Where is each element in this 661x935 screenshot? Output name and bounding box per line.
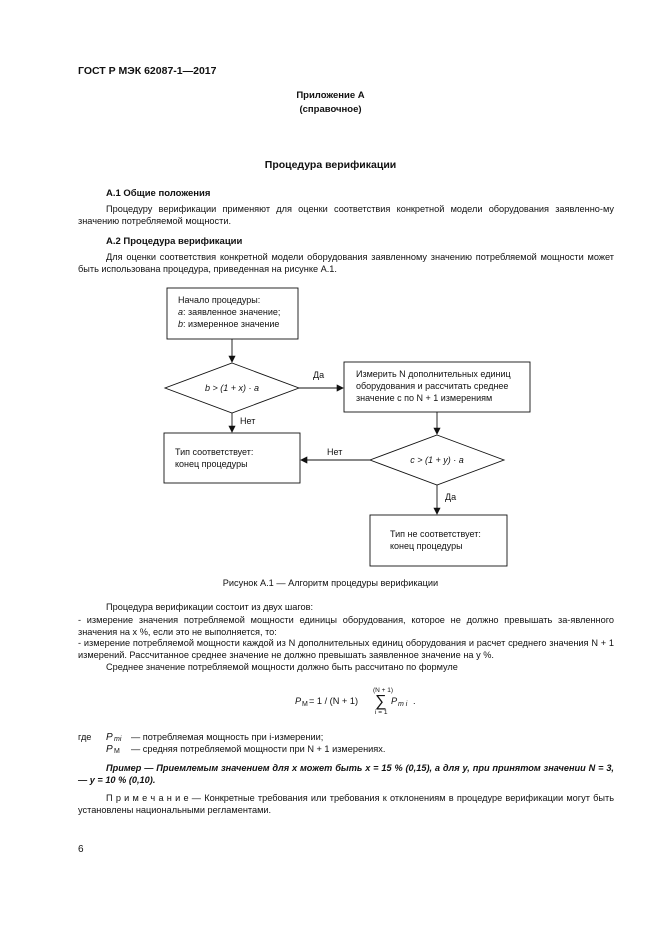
p-m-sub: M [114, 748, 120, 755]
yes-label-1: Да [313, 370, 324, 380]
example: Пример — Приемлемым значением для x може… [78, 763, 614, 786]
compliant-box [163, 432, 301, 484]
compliant-line2: конец процедуры [175, 459, 248, 469]
p-mi-symbol: P [106, 732, 113, 743]
p-m-symbol: P [106, 744, 113, 755]
svg-text:a: заявленное значение;: a: заявленное значение; [178, 307, 280, 317]
note: П р и м е ч а н и е — Конкретные требова… [78, 792, 614, 817]
note-text: — Конкретные требования или требования к… [78, 793, 614, 816]
formula-rhs: P [391, 696, 398, 706]
start-var-b: b [178, 319, 183, 329]
noncompliant-line2: конец процедуры [390, 541, 463, 551]
figure-caption: Рисунок А.1 — Алгоритм процедуры верифик… [222, 578, 439, 588]
svg-text:b: измеренное значение: b: измеренное значение [178, 319, 279, 329]
verification-flowchart: Начало процедуры: a: заявленное значение… [163, 287, 531, 567]
measure-box [343, 361, 531, 413]
step-1: - измерение значения потребляемой мощнос… [78, 615, 614, 638]
p-m-desc: — средняя потребляемой мощности при N + … [131, 744, 386, 754]
section-a1-text: Процедуру верификации применяют для оцен… [78, 204, 614, 227]
appendix-type: (справочное) [299, 104, 362, 115]
measure-line2: оборудования и рассчитать среднее [356, 381, 508, 391]
formula-sum-top: (N + 1) [373, 687, 394, 694]
compliant-line1: Тип соответствует: [175, 447, 253, 457]
formula-lhs: P [295, 696, 302, 706]
formula: P M = 1 / (N + 1) (N + 1) ∑ i = 1 P m i … [295, 687, 435, 721]
section-a2-heading: А.2 Процедура верификации [106, 236, 243, 247]
steps-intro: Процедура верификации состоит из двух ша… [106, 602, 314, 612]
no-label-2: Нет [327, 447, 342, 457]
formula-intro: Среднее значение потребляемой мощности д… [106, 662, 458, 672]
step-2: - измерение потребляемой мощности каждой… [78, 638, 614, 661]
measure-line3: значение c по N + 1 измерениям [356, 393, 492, 403]
start-line2: : заявленное значение; [183, 307, 280, 317]
decision-2-label: c > (1 + y) · a [410, 455, 464, 465]
appendix-label: Приложение А [296, 90, 365, 101]
formula-rhs-sub: m i [398, 701, 408, 708]
start-line3: : измеренное значение [183, 319, 279, 329]
note-label: П р и м е ч а н и е [106, 793, 189, 803]
p-mi-desc: — потребляемая мощность при i-измерении; [131, 732, 324, 742]
formula-sum-sign: ∑ [375, 693, 387, 710]
formula-end: . [413, 696, 416, 706]
section-a2-text: Для оценки соответствия конкретной модел… [78, 252, 614, 275]
where-label: где [78, 732, 92, 742]
yes-label-2: Да [445, 492, 456, 502]
start-var-a: a [178, 307, 183, 317]
page-number: 6 [78, 844, 84, 855]
formula-coef: = 1 / (N + 1) [309, 696, 359, 706]
p-mi-sub: mi [114, 736, 122, 743]
document-header: ГОСТ Р МЭК 62087-1—2017 [78, 65, 217, 77]
section-a1-heading: А.1 Общие положения [106, 188, 211, 199]
noncompliant-line1: Тип не соответствует: [390, 529, 481, 539]
start-line1: Начало процедуры: [178, 295, 260, 305]
page-title: Процедура верификации [264, 159, 397, 171]
formula-lhs-sub: M [302, 701, 308, 708]
formula-sum-bottom: i = 1 [375, 709, 388, 716]
noncompliant-box [369, 514, 508, 567]
decision-1-label: b > (1 + x) · a [205, 383, 259, 393]
measure-line1: Измерить N дополнительных единиц [356, 369, 511, 379]
start-box [166, 287, 299, 340]
no-label-1: Нет [240, 416, 255, 426]
